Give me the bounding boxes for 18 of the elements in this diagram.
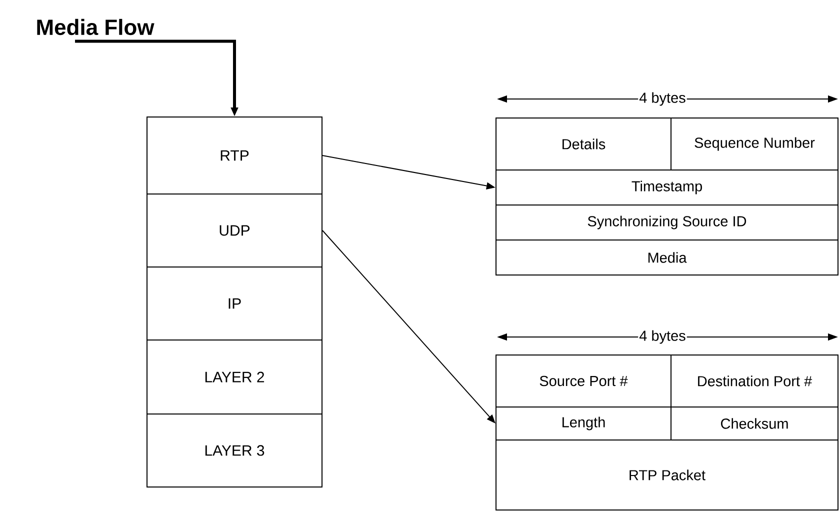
field-cell: Synchronizing Source ID — [496, 204, 838, 240]
layer-box: LAYER 2 — [146, 340, 322, 414]
title-text: Media Flow — [37, 18, 154, 36]
layer-box: LAYER 3 — [146, 414, 322, 488]
field-cell: Media — [496, 240, 838, 276]
field-cell: Timestamp — [496, 170, 838, 206]
layer-box: RTP — [146, 116, 322, 194]
dimension-label: 4 bytes — [638, 329, 687, 345]
field-cell: Length — [496, 406, 672, 440]
dimension-label: 4 bytes — [638, 91, 687, 107]
field-cell: Destination Port # — [670, 354, 838, 408]
field-cell: Sequence Number — [670, 118, 838, 170]
layer-box: UDP — [146, 194, 322, 268]
field-cell: Checksum — [670, 406, 838, 440]
layer-box: IP — [146, 266, 322, 340]
field-cell: Source Port # — [496, 354, 672, 408]
field-cell: RTP Packet — [496, 440, 838, 510]
field-cell: Details — [496, 118, 672, 170]
